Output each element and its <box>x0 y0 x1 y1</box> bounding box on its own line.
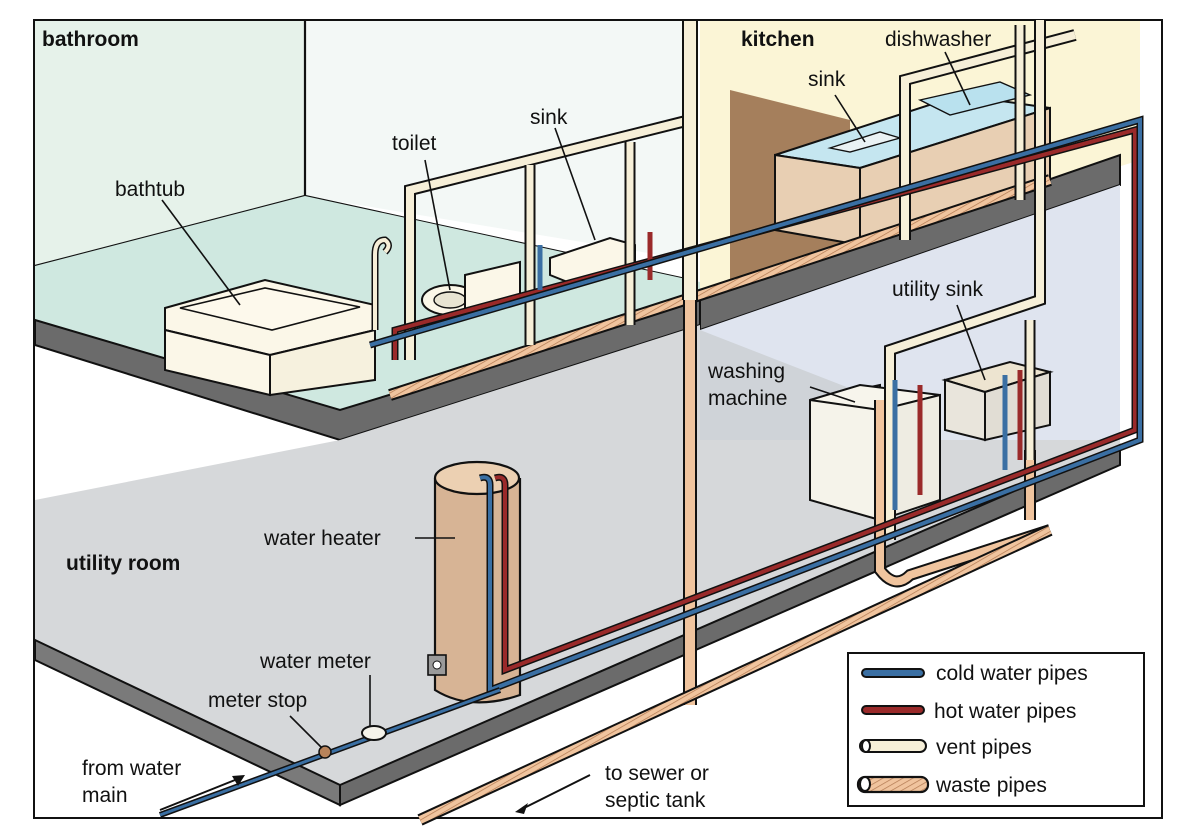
waste-pipe-end <box>859 776 871 792</box>
legend-label-vent: vent pipes <box>936 736 1032 759</box>
legend-item-vent: vent pipes <box>859 736 1032 759</box>
utility-slab-right <box>339 443 1121 807</box>
legend-label-cold: cold water pipes <box>936 662 1088 685</box>
label-bathroom-sink: sink <box>530 106 568 129</box>
legend-label-waste: waste pipes <box>935 774 1047 797</box>
legend-label-hot: hot water pipes <box>934 700 1076 723</box>
kitchen-sink-leader <box>834 94 866 143</box>
label-washing-machine-2: machine <box>708 387 787 410</box>
label-toilet: toilet <box>392 132 437 155</box>
bathroom-wall-left <box>35 21 305 266</box>
room-label-utility-room: utility room <box>66 552 180 575</box>
utility-sink-leader <box>956 304 986 381</box>
hot-pipe-swatch <box>861 705 925 715</box>
meter-stop-leader <box>289 715 323 749</box>
vent-pipe-end <box>861 739 871 753</box>
hot-water-pipes <box>391 125 1139 676</box>
waste-pipe-swatch <box>856 775 930 794</box>
cold-water-pipes <box>158 115 1144 818</box>
dishwasher-leader <box>944 51 971 106</box>
toilet-leader <box>424 159 451 291</box>
bathtub <box>164 236 392 397</box>
label-from-main-2: main <box>82 784 128 807</box>
bathtub-leader <box>161 199 241 306</box>
legend-item-hot: hot water pipes <box>861 700 1076 723</box>
washing-machine-leader <box>809 386 856 403</box>
bathroom-wall-right <box>305 21 690 260</box>
to-sewer-arrow <box>515 774 591 814</box>
label-water-heater: water heater <box>263 527 381 550</box>
label-kitchen-sink: sink <box>808 68 846 91</box>
label-water-meter: water meter <box>259 650 371 673</box>
legend-item-cold: cold water pipes <box>861 662 1088 685</box>
label-to-sewer-1: to sewer or <box>605 762 709 785</box>
legend-item-waste: waste pipes <box>856 774 1047 797</box>
cold-pipe-swatch <box>861 668 925 678</box>
from-main-arrow <box>159 775 245 811</box>
room-label-bathroom: bathroom <box>42 28 139 51</box>
vent-pipe-swatch <box>859 739 927 753</box>
label-dishwasher: dishwasher <box>885 28 991 51</box>
label-to-sewer-2: septic tank <box>605 789 706 812</box>
water-meter <box>361 725 387 741</box>
room-label-kitchen: kitchen <box>741 28 815 51</box>
bathroom-sink-leader <box>554 127 596 241</box>
label-from-main-1: from water <box>82 757 181 780</box>
meter-stop <box>318 745 332 759</box>
label-utility-sink: utility sink <box>892 278 984 301</box>
label-meter-stop: meter stop <box>208 689 307 712</box>
legend: cold water pipes hot water pipes vent pi… <box>847 652 1145 807</box>
label-washing-machine-1: washing <box>707 360 785 383</box>
label-bathtub: bathtub <box>115 178 185 201</box>
